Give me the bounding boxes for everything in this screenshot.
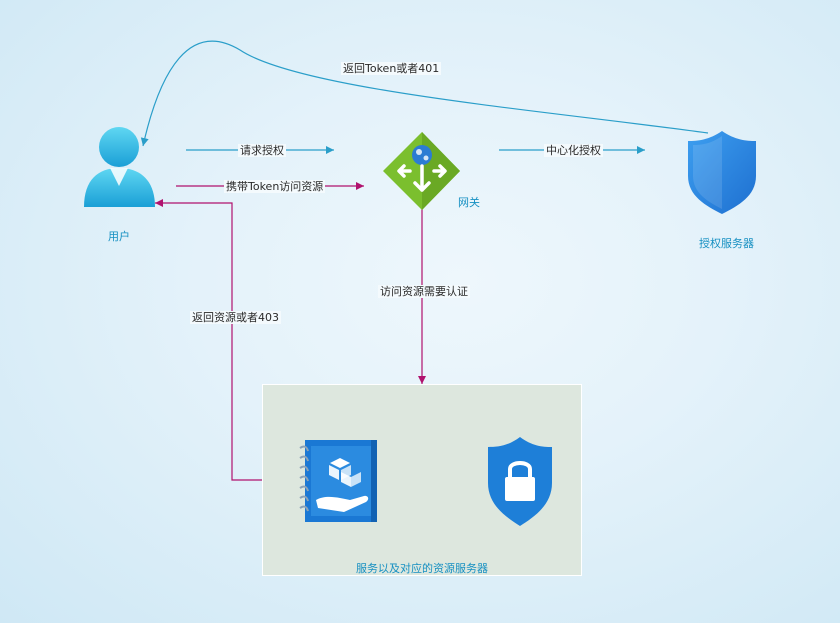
edge-label-return-token: 返回Token或者401	[341, 62, 442, 75]
node-label-user: 用户	[108, 230, 130, 243]
node-label-resource-group: 服务以及对应的资源服务器	[356, 562, 488, 575]
edge-label-request-auth: 请求授权	[238, 144, 286, 157]
edge-label-return-resource: 返回资源或者403	[190, 311, 281, 324]
resource-server-group	[262, 384, 582, 576]
edge-label-centralized-auth: 中心化授权	[544, 144, 603, 157]
edge-label-needs-auth: 访问资源需要认证	[378, 285, 470, 298]
node-label-auth-server: 授权服务器	[699, 237, 754, 250]
edge-return-token	[140, 40, 709, 147]
edge-return-resource	[155, 199, 262, 481]
edge-label-carry-token: 携带Token访问资源	[224, 180, 326, 193]
node-label-gateway: 网关	[458, 196, 480, 209]
